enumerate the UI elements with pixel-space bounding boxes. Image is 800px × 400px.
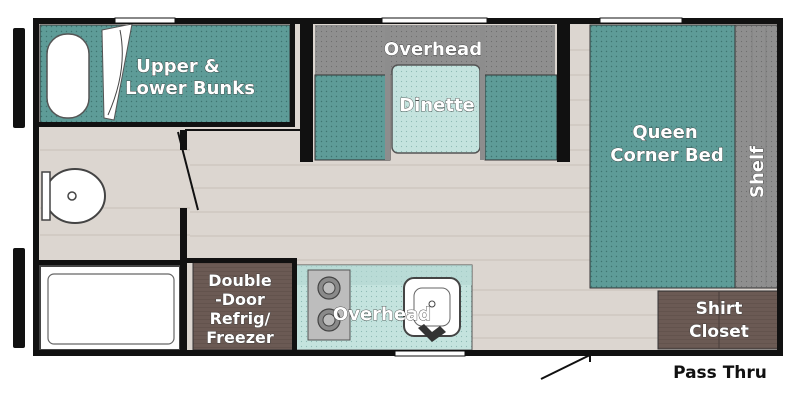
bunk-blanket-fold [101, 23, 133, 121]
toilet-drain [67, 191, 77, 201]
dinette-seat-left [314, 74, 391, 161]
stove-burner-bottom [317, 308, 341, 332]
wall-left [33, 18, 39, 356]
pass-thru-label: Pass Thru [673, 363, 767, 383]
shower-pan-inner [47, 273, 175, 345]
wall-shower-top [39, 260, 183, 265]
wall-bunk-right [290, 24, 295, 127]
wall-bunk-bottom [39, 122, 293, 127]
window-bed [599, 17, 683, 24]
window-kitchen [394, 350, 466, 357]
dinette-overhead-label: Overhead [384, 39, 482, 60]
shelf-label: Shelf [747, 146, 768, 198]
fridge-label-line2: -Door [215, 290, 265, 309]
wall-bath-upper [180, 130, 187, 150]
dinette-divider-right [480, 25, 485, 160]
queen-bed [589, 24, 736, 289]
bath-door [177, 131, 199, 211]
dinette-divider-left [385, 25, 390, 160]
entry-door-swing [540, 354, 591, 380]
window-dinette [381, 17, 488, 24]
bunk-pillow [46, 33, 90, 119]
shelf-grain [751, 28, 767, 285]
exterior-side-top [13, 28, 25, 128]
closet-label-line1: Shirt [696, 299, 743, 319]
fridge-label-line4: Freezer [206, 328, 274, 347]
bunks-label-line2: Lower Bunks [125, 78, 255, 99]
wall-fridge-top [187, 258, 297, 263]
kitchen-overhead-label: Overhead [333, 304, 431, 325]
toilet-tank [41, 171, 51, 221]
floor-plank-lines [40, 49, 660, 339]
bed-label-line1: Queen [632, 122, 697, 143]
closet-label-line2: Closet [689, 322, 749, 342]
dinette-label: Dinette [399, 95, 475, 116]
bunk-blanket-curve [107, 29, 123, 116]
bed-label-line2: Corner Bed [610, 145, 723, 166]
bunks-label-line1: Upper & [136, 56, 219, 77]
sink-drain [428, 300, 436, 308]
windows [114, 17, 683, 357]
wall-right [777, 18, 783, 356]
wall-dinette-left [300, 24, 313, 162]
fridge-label-line1: Double [208, 271, 272, 290]
wall-dinette-right [557, 24, 570, 162]
wall-bath-lower [180, 208, 187, 353]
fridge-label-line3: Refrig/ [210, 309, 271, 328]
bed-shelf [734, 24, 781, 289]
sink-faucet [418, 324, 446, 342]
stove-burner-top [317, 276, 341, 300]
exterior-side-bottom [13, 248, 25, 348]
dinette-seat-right [484, 74, 558, 161]
window-bunks [114, 17, 176, 24]
wall-fridge-right [292, 258, 297, 352]
